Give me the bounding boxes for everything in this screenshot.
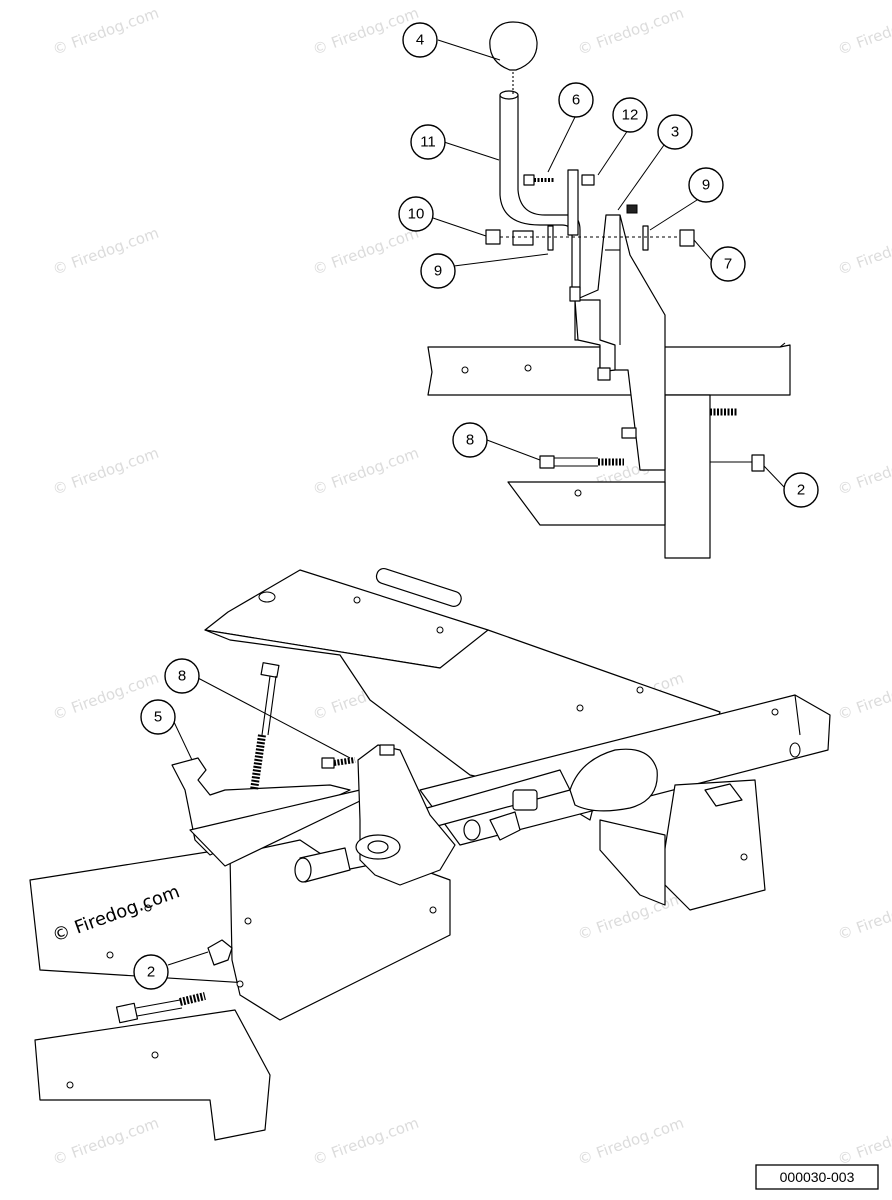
watermark: © Firedog.com <box>575 4 686 59</box>
watermark: © Firedog.com <box>835 889 892 944</box>
shift-knob <box>569 748 658 812</box>
watermark: © Firedog.com <box>50 224 161 279</box>
watermark: © Firedog.com <box>575 889 686 944</box>
watermark: © Firedog.com <box>310 1114 421 1169</box>
callout-12: 12 <box>622 107 639 124</box>
bushing <box>679 229 695 247</box>
watermark: © Firedog.com <box>50 444 161 499</box>
callout-6: 6 <box>572 92 580 109</box>
shift-knob <box>489 21 538 71</box>
lower-rail <box>34 1009 271 1141</box>
bolt <box>539 455 555 469</box>
callout-8: 8 <box>178 668 186 685</box>
washer <box>642 225 649 251</box>
watermark-layer: © Firedog.com © Firedog.com © Firedog.co… <box>50 4 892 1169</box>
nut <box>751 454 765 472</box>
callout-3: 3 <box>671 124 679 141</box>
nut <box>207 939 233 966</box>
callout-11: 11 <box>420 134 436 151</box>
bolt <box>260 662 280 678</box>
exploded-view-top: 4 6 12 11 3 9 10 9 7 8 2 <box>398 21 819 559</box>
watermark: © Firedog.com <box>835 1114 892 1169</box>
callout-2: 2 <box>797 482 805 499</box>
watermark: © Firedog.com <box>575 1114 686 1169</box>
watermark: © Firedog.com <box>835 669 892 724</box>
callout-9: 9 <box>702 177 710 194</box>
callout-7: 7 <box>724 256 732 273</box>
assembled-view-bottom: 8 5 2 <box>29 567 831 1141</box>
watermark: © Firedog.com <box>835 224 892 279</box>
watermark: © Firedog.com <box>835 4 892 59</box>
bushing <box>512 789 538 811</box>
pivot-bracket <box>574 299 616 373</box>
callout-9: 9 <box>434 263 442 280</box>
drawing-code: 000030-003 <box>780 1169 855 1185</box>
callout-2: 2 <box>147 964 155 981</box>
watermark: © Firedog.com <box>835 444 892 499</box>
lower-rail <box>507 481 666 526</box>
callout-5: 5 <box>154 709 162 726</box>
watermark: © Firedog.com <box>310 224 421 279</box>
watermark: © Firedog.com <box>50 4 161 59</box>
callout-8: 8 <box>466 432 474 449</box>
watermark: © Firedog.com <box>50 1114 161 1169</box>
watermark: © Firedog.com <box>310 4 421 59</box>
watermark: © Firedog.com <box>310 444 421 499</box>
callout-10: 10 <box>408 206 425 223</box>
drawing-code-box <box>755 1164 879 1190</box>
bolt <box>115 1002 139 1024</box>
frame-post <box>664 394 711 559</box>
callout-4: 4 <box>416 32 424 49</box>
washer <box>547 225 554 251</box>
spacer <box>485 229 501 245</box>
